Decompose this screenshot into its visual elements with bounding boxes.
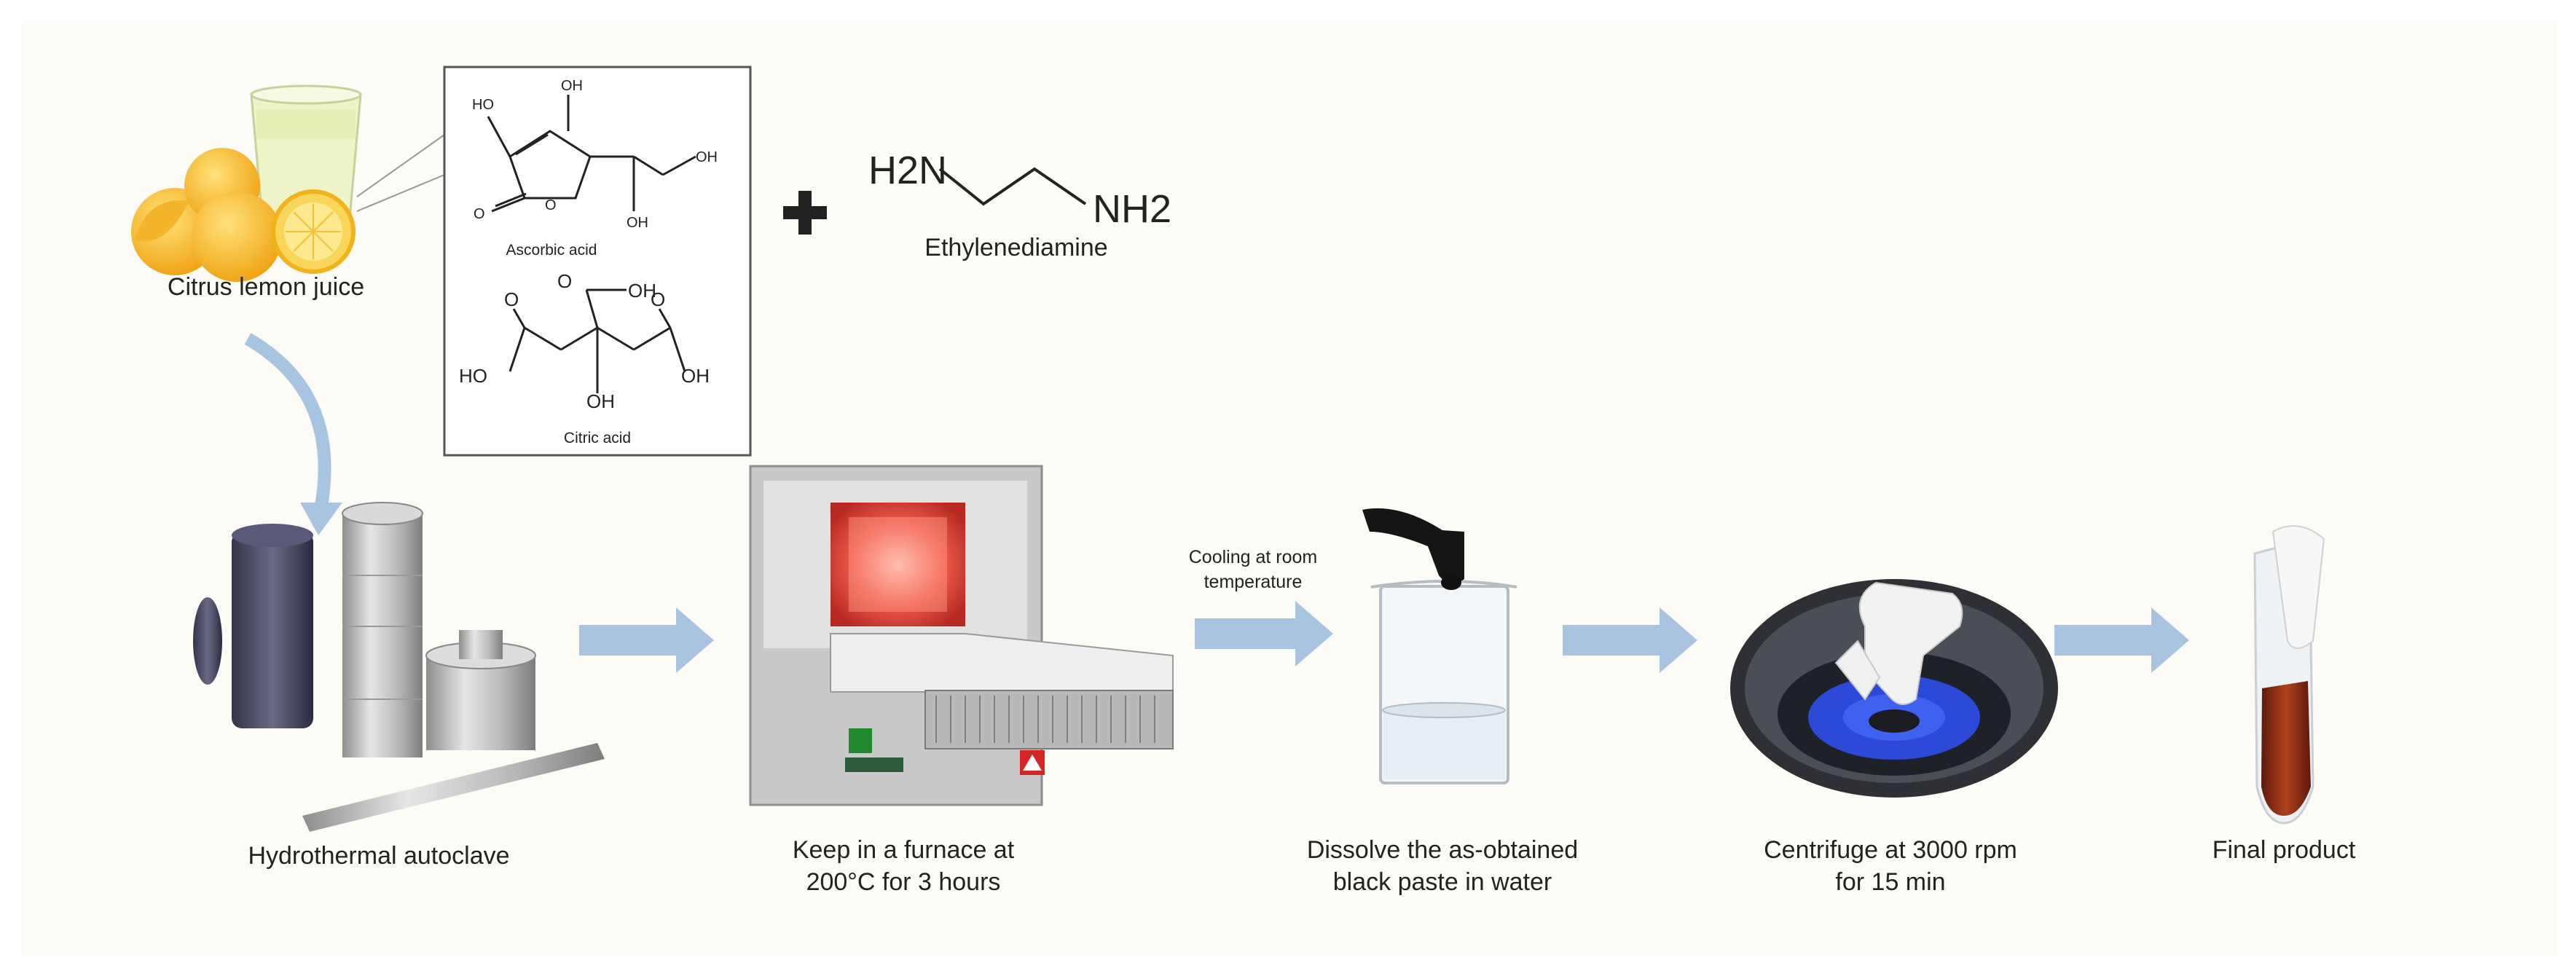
ascorbic-acid-atoms: HO OH OH OH O O	[472, 78, 718, 231]
lemon-juice-label: Citrus lemon juice	[167, 273, 365, 301]
lemon-juice-image	[131, 84, 445, 282]
citric-oh-center-label: OH	[586, 390, 615, 412]
citric-oh-right-label: OH	[681, 365, 710, 387]
arrow-right-icon-3	[1563, 607, 1697, 673]
autoclave-image	[193, 502, 605, 832]
curved-arrow-icon	[244, 333, 331, 511]
ascorbic-oh-label: OH	[561, 78, 583, 94]
cooling-label: Cooling at room temperature	[1188, 547, 1318, 592]
ascorbic-ring-o-label: O	[545, 197, 557, 213]
dissolve-label: Dissolve the as-obtained black paste in …	[1306, 836, 1579, 896]
centrifuge-label: Centrifuge at 3000 rpm for 15 min	[1764, 836, 2017, 896]
plus-icon	[783, 191, 827, 235]
final-product-label: Final product	[2212, 836, 2356, 864]
citric-acid-atoms: O OH HO O O OH OH	[459, 270, 710, 412]
furnace-image	[749, 465, 1174, 806]
furnace-label: Keep in a furnace at 200°C for 3 hours	[792, 836, 1015, 896]
ascorbic-ho-label: HO	[472, 97, 494, 113]
citric-acid-label: Citric acid	[564, 430, 631, 446]
final-product-tube-image	[2253, 525, 2325, 825]
ascorbic-oh-bottom-label: OH	[627, 215, 648, 231]
ascorbic-acid-label: Ascorbic acid	[506, 242, 597, 259]
ethylenediamine-label: Ethylenediamine	[924, 234, 1108, 261]
ascorbic-carbonyl-o-label: O	[474, 206, 485, 222]
citric-o-top-label: O	[557, 270, 572, 292]
ethylenediamine-h2n-label: H2N	[868, 149, 947, 192]
citric-oh-top-label: OH	[628, 280, 656, 302]
ethylenediamine-structure: H2N NH2	[868, 149, 1171, 231]
citric-o-left-label: O	[504, 288, 519, 310]
arrow-right-icon-2	[1195, 601, 1333, 666]
ascorbic-oh-side-label: OH	[696, 149, 718, 165]
citric-ho-left-label: HO	[459, 365, 487, 387]
beaker-image	[1362, 508, 1517, 784]
ascorbic-acid-structure	[487, 95, 696, 213]
arrow-right-icon-4	[2054, 607, 2189, 673]
centrifuge-image	[1730, 579, 2058, 798]
citric-acid-structure	[508, 288, 686, 393]
arrow-right-icon	[579, 607, 714, 673]
citric-o-right-label: O	[651, 288, 665, 310]
autoclave-label: Hydrothermal autoclave	[248, 842, 510, 870]
ethylenediamine-nh2-label: NH2	[1093, 187, 1171, 231]
